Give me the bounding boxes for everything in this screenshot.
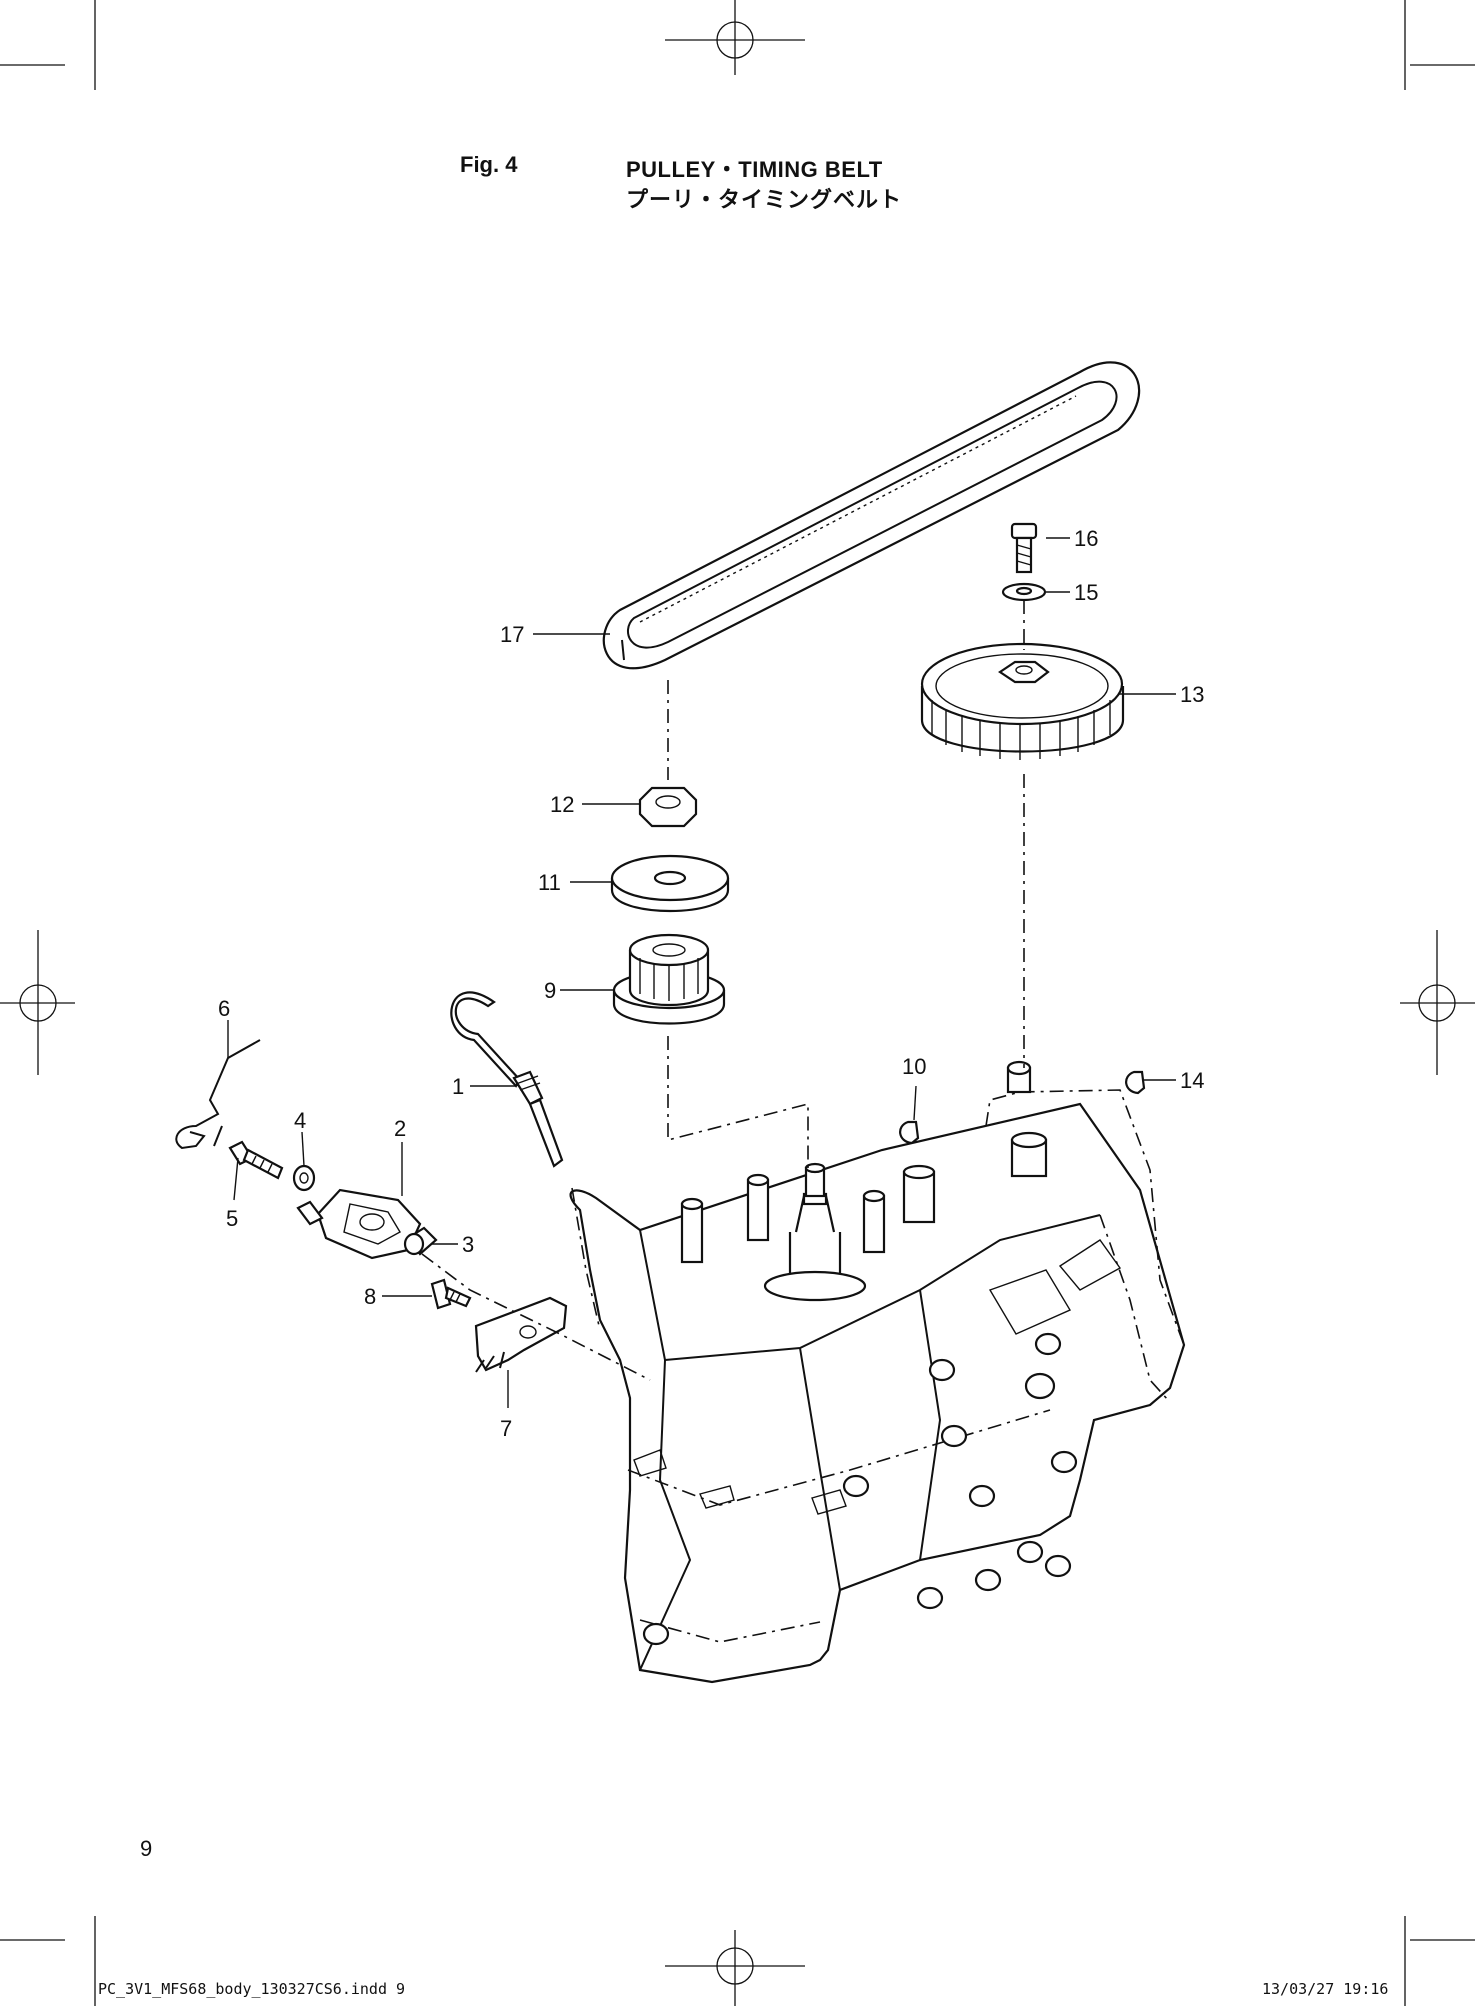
link-rod — [175, 1039, 261, 1150]
nut — [638, 786, 698, 828]
callout-label: 15 — [1074, 580, 1098, 605]
leader-lines — [227, 537, 1176, 1408]
key — [1125, 1070, 1146, 1095]
callout-label: 13 — [1180, 682, 1204, 707]
screw — [430, 1278, 472, 1310]
print-slug-filename: PC_3V1_MFS68_body_130327CS6.indd 9 — [98, 1980, 406, 1998]
cylinder-block — [569, 1060, 1186, 1684]
print-slug-timestamp: 13/03/27 19:16 — [1262, 1980, 1389, 1998]
bolt — [1010, 522, 1038, 574]
key — [899, 1120, 920, 1145]
collar — [403, 1226, 438, 1256]
callout-label: 10 — [902, 1054, 926, 1079]
callout-labels: 17 16 15 13 12 11 9 10 14 1 6 4 2 5 3 8 … — [218, 526, 1204, 1441]
callout-label: 5 — [226, 1206, 238, 1231]
callout-label: 17 — [500, 622, 524, 647]
plate-washer — [610, 854, 730, 913]
washer — [292, 1164, 316, 1192]
figure-label: Fig. 4 — [460, 152, 518, 177]
tensioner-arm — [296, 1188, 422, 1260]
page-number: 9 — [140, 1836, 153, 1861]
dipstick — [450, 991, 564, 1168]
figure-title-english: PULLEY・TIMING BELT — [626, 157, 883, 182]
callout-label: 1 — [452, 1074, 464, 1099]
callout-label: 3 — [462, 1232, 474, 1257]
timing-belt — [602, 361, 1141, 670]
callout-label: 7 — [500, 1416, 512, 1441]
callout-label: 11 — [538, 870, 561, 895]
callout-label: 14 — [1180, 1068, 1204, 1093]
assembly-lines — [421, 600, 1025, 1381]
washer — [1001, 582, 1047, 602]
callout-label: 16 — [1074, 526, 1098, 551]
callout-label: 2 — [394, 1116, 406, 1141]
callout-label: 9 — [544, 978, 556, 1003]
callout-label: 4 — [294, 1108, 306, 1133]
bracket — [474, 1296, 568, 1373]
driven-pulley — [920, 642, 1125, 760]
callout-label: 12 — [550, 792, 574, 817]
drive-pulley — [612, 933, 726, 1025]
callout-label: 8 — [364, 1284, 376, 1309]
bolt — [228, 1140, 284, 1180]
figure-title-japanese: プーリ・タイミングベルト — [626, 187, 903, 212]
callout-label: 6 — [218, 996, 230, 1021]
